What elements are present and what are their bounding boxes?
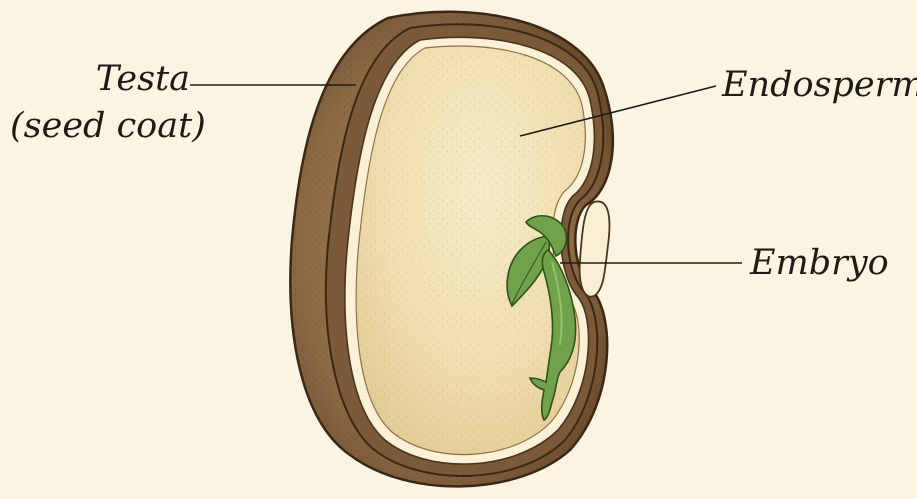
endosperm-label: Endosperm bbox=[722, 68, 917, 103]
hilum bbox=[580, 201, 610, 296]
testa-label-group: Testa (seed coat) bbox=[10, 62, 190, 144]
testa-label: Testa bbox=[10, 62, 190, 97]
testa-sublabel: (seed coat) bbox=[10, 109, 190, 144]
embryo-label: Embryo bbox=[750, 246, 889, 281]
